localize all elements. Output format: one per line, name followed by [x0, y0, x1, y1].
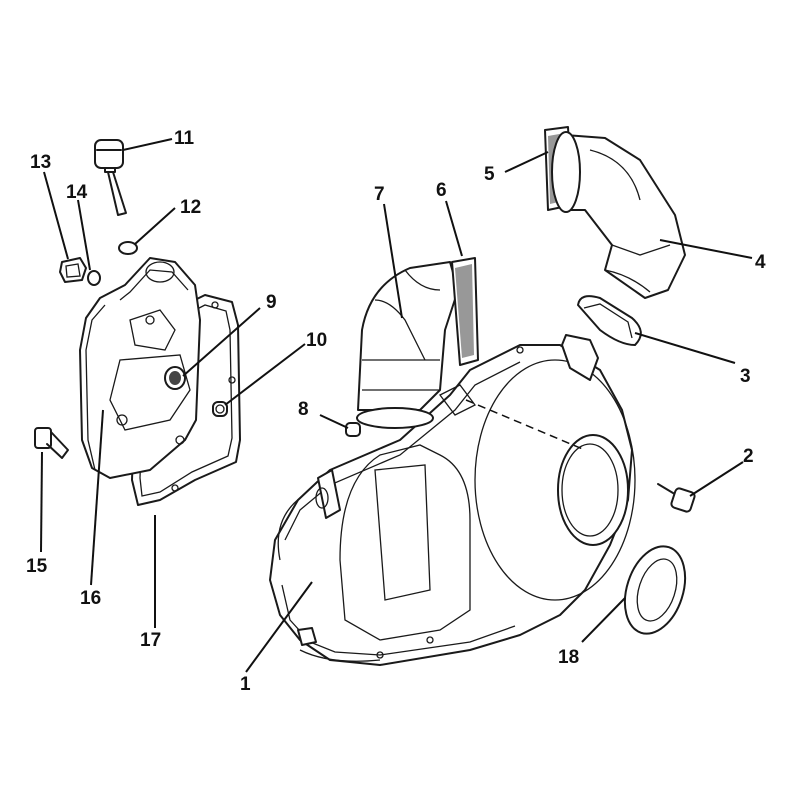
part-outlet-duct	[551, 131, 686, 299]
part-dipstick	[94, 139, 127, 216]
part-bolt-right	[657, 483, 696, 513]
callout-9: 9	[266, 292, 277, 313]
part-o-ring	[118, 241, 138, 255]
assembly-axis-line	[465, 399, 586, 451]
callout-7: 7	[374, 184, 385, 205]
part-small-plug	[345, 422, 361, 437]
part-seal-ring	[623, 545, 687, 635]
callout-1: 1	[240, 674, 251, 695]
callout-labels: 1 2 3 4 5 6 7 8 9 10 11 12 13 14 15 16 1…	[26, 128, 766, 695]
part-dowel	[212, 401, 228, 417]
callout-14: 14	[66, 182, 88, 203]
callout-10: 10	[306, 330, 327, 351]
part-main-cover	[269, 334, 636, 666]
callout-8: 8	[298, 399, 309, 420]
part-clamp	[577, 295, 642, 346]
part-seal	[451, 257, 479, 366]
part-washer	[87, 270, 101, 286]
callout-13: 13	[30, 152, 51, 173]
callout-16: 16	[80, 588, 101, 609]
callout-4: 4	[755, 252, 766, 273]
callout-15: 15	[26, 556, 48, 577]
callout-2: 2	[743, 446, 754, 467]
callout-5: 5	[484, 164, 495, 185]
part-drain-plug	[59, 257, 87, 283]
callout-6: 6	[436, 180, 447, 201]
part-plug	[164, 366, 186, 390]
part-bolt-left	[34, 427, 69, 459]
callout-18: 18	[558, 647, 579, 668]
callout-17: 17	[140, 630, 161, 651]
callout-11: 11	[174, 128, 195, 149]
leader-lines	[40, 138, 753, 673]
callout-3: 3	[740, 366, 751, 387]
part-intake-duct	[356, 261, 459, 429]
part-small-cover	[79, 257, 201, 479]
callout-12: 12	[180, 197, 201, 218]
